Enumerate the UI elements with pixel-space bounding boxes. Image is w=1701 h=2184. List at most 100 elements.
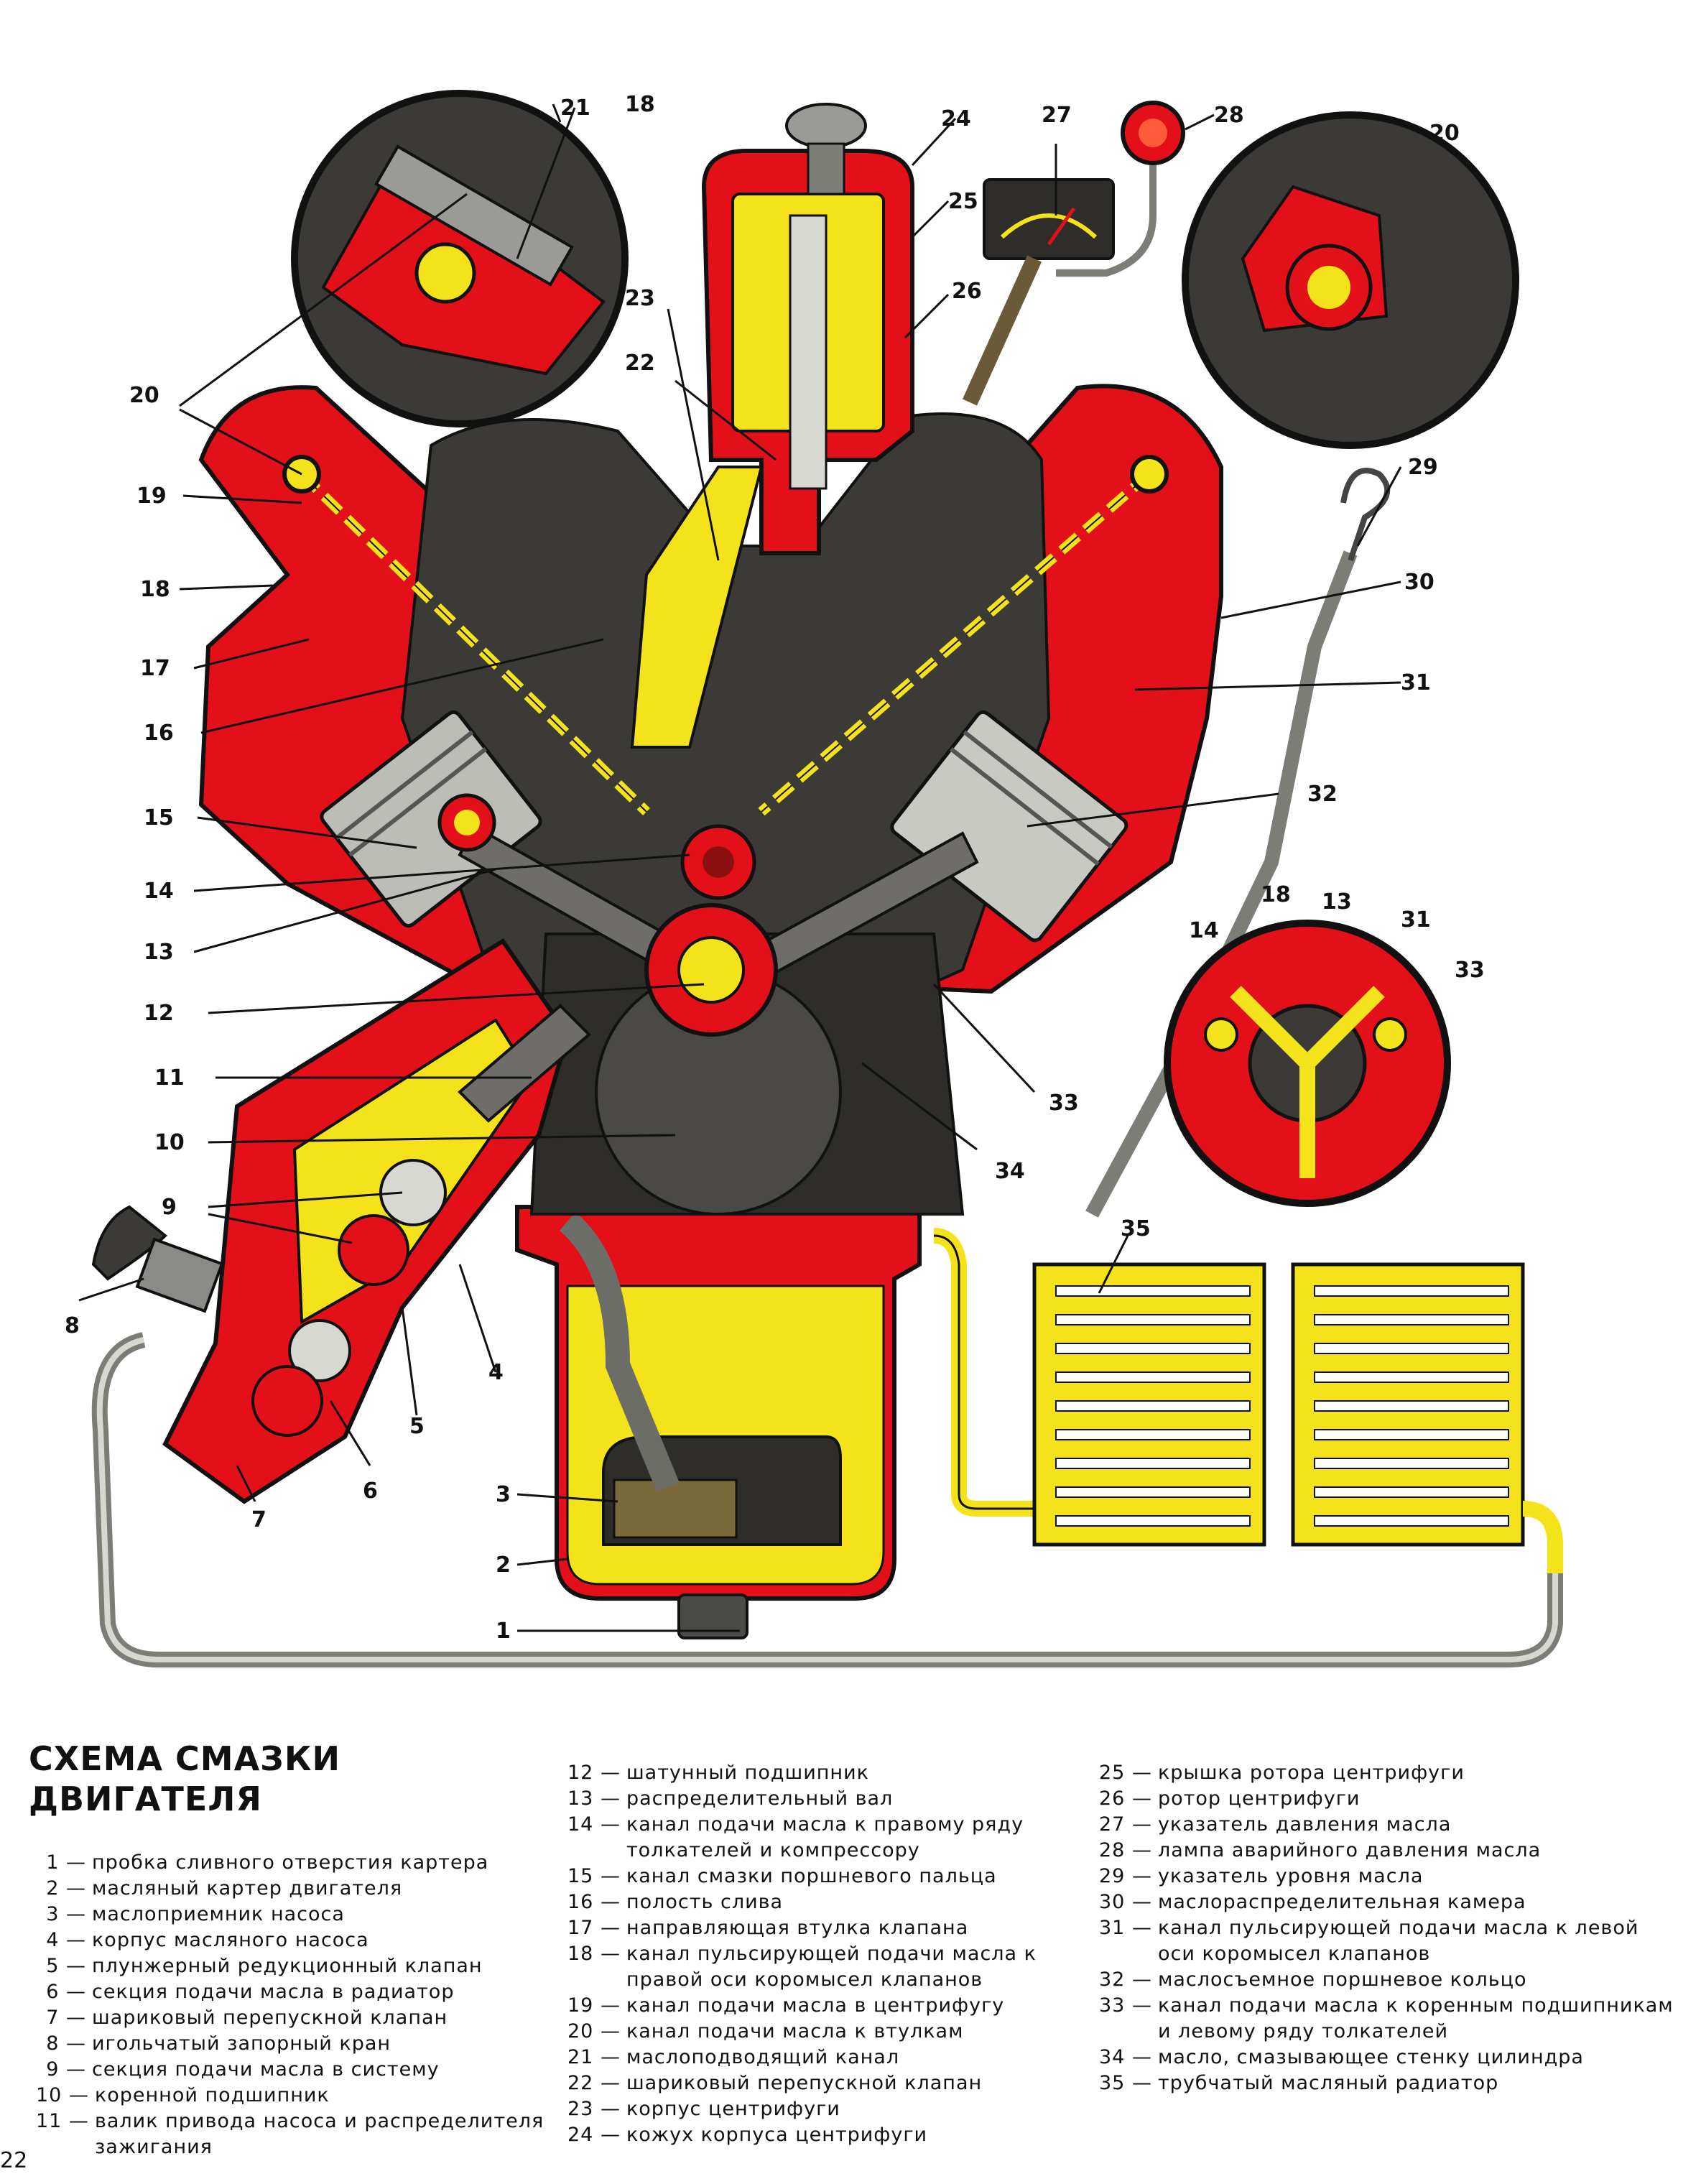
radiator-pump-gear-driven <box>288 1319 351 1382</box>
legend-number: 25 — <box>1099 1762 1152 1784</box>
page-number: 22 <box>0 2148 28 2173</box>
callout-30: 30 <box>1404 570 1435 595</box>
magnifier-right-rocker <box>291 90 629 427</box>
legend-item: 26 —ротор центрифуги <box>1099 1786 1674 1812</box>
callout-8: 8 <box>65 1313 80 1338</box>
legend-item: 7 —шариковый перепускной клапан <box>36 2005 553 2031</box>
legend-number: 26 — <box>1099 1787 1152 1810</box>
legend-number: 35 — <box>1099 2072 1152 2094</box>
legend-item: 9 —секция подачи масла в систему <box>36 2057 553 2083</box>
legend-item: 34 —масло, смазывающее стенку цилиндра <box>1099 2045 1674 2070</box>
callout-18-magnifier: 18 <box>625 92 655 117</box>
legend-text: лампа аварийного давления масла <box>1157 1839 1542 1861</box>
oil-radiator <box>1032 1262 1525 1547</box>
legend-number: 27 — <box>1099 1813 1152 1836</box>
legend-text: канал подачи масла к коренным подшипника… <box>1157 1994 1674 2042</box>
title-line-2: ДВИГАТЕЛЯ <box>29 1780 262 1818</box>
legend-item: 3 —маслоприемник насоса <box>36 1902 553 1928</box>
legend-text: масляный картер двигателя <box>92 1877 403 1900</box>
callout-23: 23 <box>625 286 655 311</box>
callout-14: 14 <box>144 879 174 904</box>
callout-34: 34 <box>995 1159 1025 1184</box>
legend-item: 15 —канал смазки поршневого пальца <box>567 1864 1085 1889</box>
legend-number: 16 — <box>567 1891 621 1913</box>
callout-10: 10 <box>154 1130 185 1155</box>
legend-item: 29 —указатель уровня масла <box>1099 1864 1674 1889</box>
callout-26: 26 <box>952 279 982 304</box>
legend-text: канал подачи масла в центрифугу <box>626 1994 1005 2017</box>
system-pump-gear-driving <box>338 1214 409 1286</box>
legend-item: 28 —лампа аварийного давления масла <box>1099 1838 1674 1864</box>
legend-number: 32 — <box>1099 1968 1152 1991</box>
legend-item: 18 —канал пульсирующей подачи масла к пр… <box>567 1941 1085 1993</box>
legend-number: 2 — <box>46 1877 86 1900</box>
callout-24: 24 <box>941 106 971 131</box>
legend-text: маслосъемное поршневое кольцо <box>1157 1968 1527 1991</box>
legend-number: 5 — <box>46 1955 86 1977</box>
legend-item: 23 —корпус центрифуги <box>567 2096 1085 2122</box>
legend-text: канал подачи масла к втулкам <box>626 2020 964 2042</box>
callout-31-chamber: 31 <box>1401 907 1431 933</box>
callout-25: 25 <box>948 189 978 214</box>
title-line-1: СХЕМА СМАЗКИ <box>29 1739 340 1778</box>
callout-20-left: 20 <box>129 383 159 408</box>
legend-item: 16 —полость слива <box>567 1889 1085 1915</box>
legend-number: 14 — <box>567 1813 621 1836</box>
legend-text: канал пульсирующей подачи масла к левой … <box>1157 1917 1639 1965</box>
legend-item: 24 —кожух корпуса центрифуги <box>567 2122 1085 2148</box>
oil-pressure-gauge <box>983 178 1115 260</box>
callout-7: 7 <box>251 1507 266 1532</box>
legend-number: 31 — <box>1099 1917 1152 1939</box>
callout-20-right: 20 <box>1429 121 1460 146</box>
left-rocker-shaft <box>1130 455 1169 494</box>
legend-item: 33 —канал подачи масла к коренным подшип… <box>1099 1993 1674 2045</box>
legend-text: трубчатый масляный радиатор <box>1157 2072 1499 2094</box>
callout-17: 17 <box>140 656 170 681</box>
magnifier-left-rocker <box>1182 111 1519 449</box>
callout-12: 12 <box>144 1001 174 1026</box>
legend-text: указатель давления масла <box>1157 1813 1452 1836</box>
callout-1: 1 <box>496 1619 511 1644</box>
centrifuge-drain <box>630 466 764 749</box>
legend-number: 33 — <box>1099 1994 1152 2017</box>
legend-number: 9 — <box>46 2058 86 2081</box>
legend-number: 11 — <box>36 2110 89 2132</box>
page-title: СХЕМА СМАЗКИ ДВИГАТЕЛЯ <box>29 1739 532 1819</box>
legend-text: кожух корпуса центрифуги <box>626 2124 928 2146</box>
legend-text: корпус центрифуги <box>626 2098 840 2120</box>
callout-22: 22 <box>625 351 655 376</box>
legend-text: игольчатый запорный кран <box>92 2032 391 2055</box>
callout-28: 28 <box>1214 103 1244 128</box>
oil-dipstick <box>1085 550 1358 1218</box>
legend-text: секция подачи масла в радиатор <box>92 1981 455 2003</box>
callout-3: 3 <box>496 1482 511 1507</box>
legend-number: 10 — <box>36 2084 89 2106</box>
legend-text: распределительный вал <box>626 1787 894 1810</box>
callout-13: 13 <box>144 940 174 965</box>
legend-item: 11 —валик привода насоса и распределител… <box>36 2109 553 2160</box>
legend-item: 27 —указатель давления масла <box>1099 1812 1674 1838</box>
legend-number: 21 — <box>567 2046 621 2068</box>
callout-11: 11 <box>154 1065 185 1091</box>
callout-33-chamber: 33 <box>1455 958 1485 983</box>
legend-text: крышка ротора центрифуги <box>1157 1762 1465 1784</box>
legend-item: 21 —маслоподводящий канал <box>567 2045 1085 2070</box>
legend-text: плунжерный редукционный клапан <box>92 1955 483 1977</box>
radiator-feed-pipe <box>933 1228 1034 1517</box>
legend-text: масло, смазывающее стенку цилиндра <box>1157 2046 1584 2068</box>
legend-text: канал смазки поршневого пальца <box>626 1865 997 1887</box>
magnifier-distribution-chamber <box>1164 920 1451 1207</box>
legend-text: шариковый перепускной клапан <box>626 2072 983 2094</box>
legend-number: 24 — <box>567 2124 621 2146</box>
legend-item: 20 —канал подачи масла к втулкам <box>567 2019 1085 2045</box>
legend-item: 10 —коренной подшипник <box>36 2083 553 2109</box>
callout-29: 29 <box>1408 455 1438 480</box>
legend-item: 35 —трубчатый масляный радиатор <box>1099 2070 1674 2096</box>
legend-number: 7 — <box>46 2007 86 2029</box>
legend-number: 1 — <box>46 1851 86 1874</box>
legend-number: 6 — <box>46 1981 86 2003</box>
callout-16: 16 <box>144 721 174 746</box>
